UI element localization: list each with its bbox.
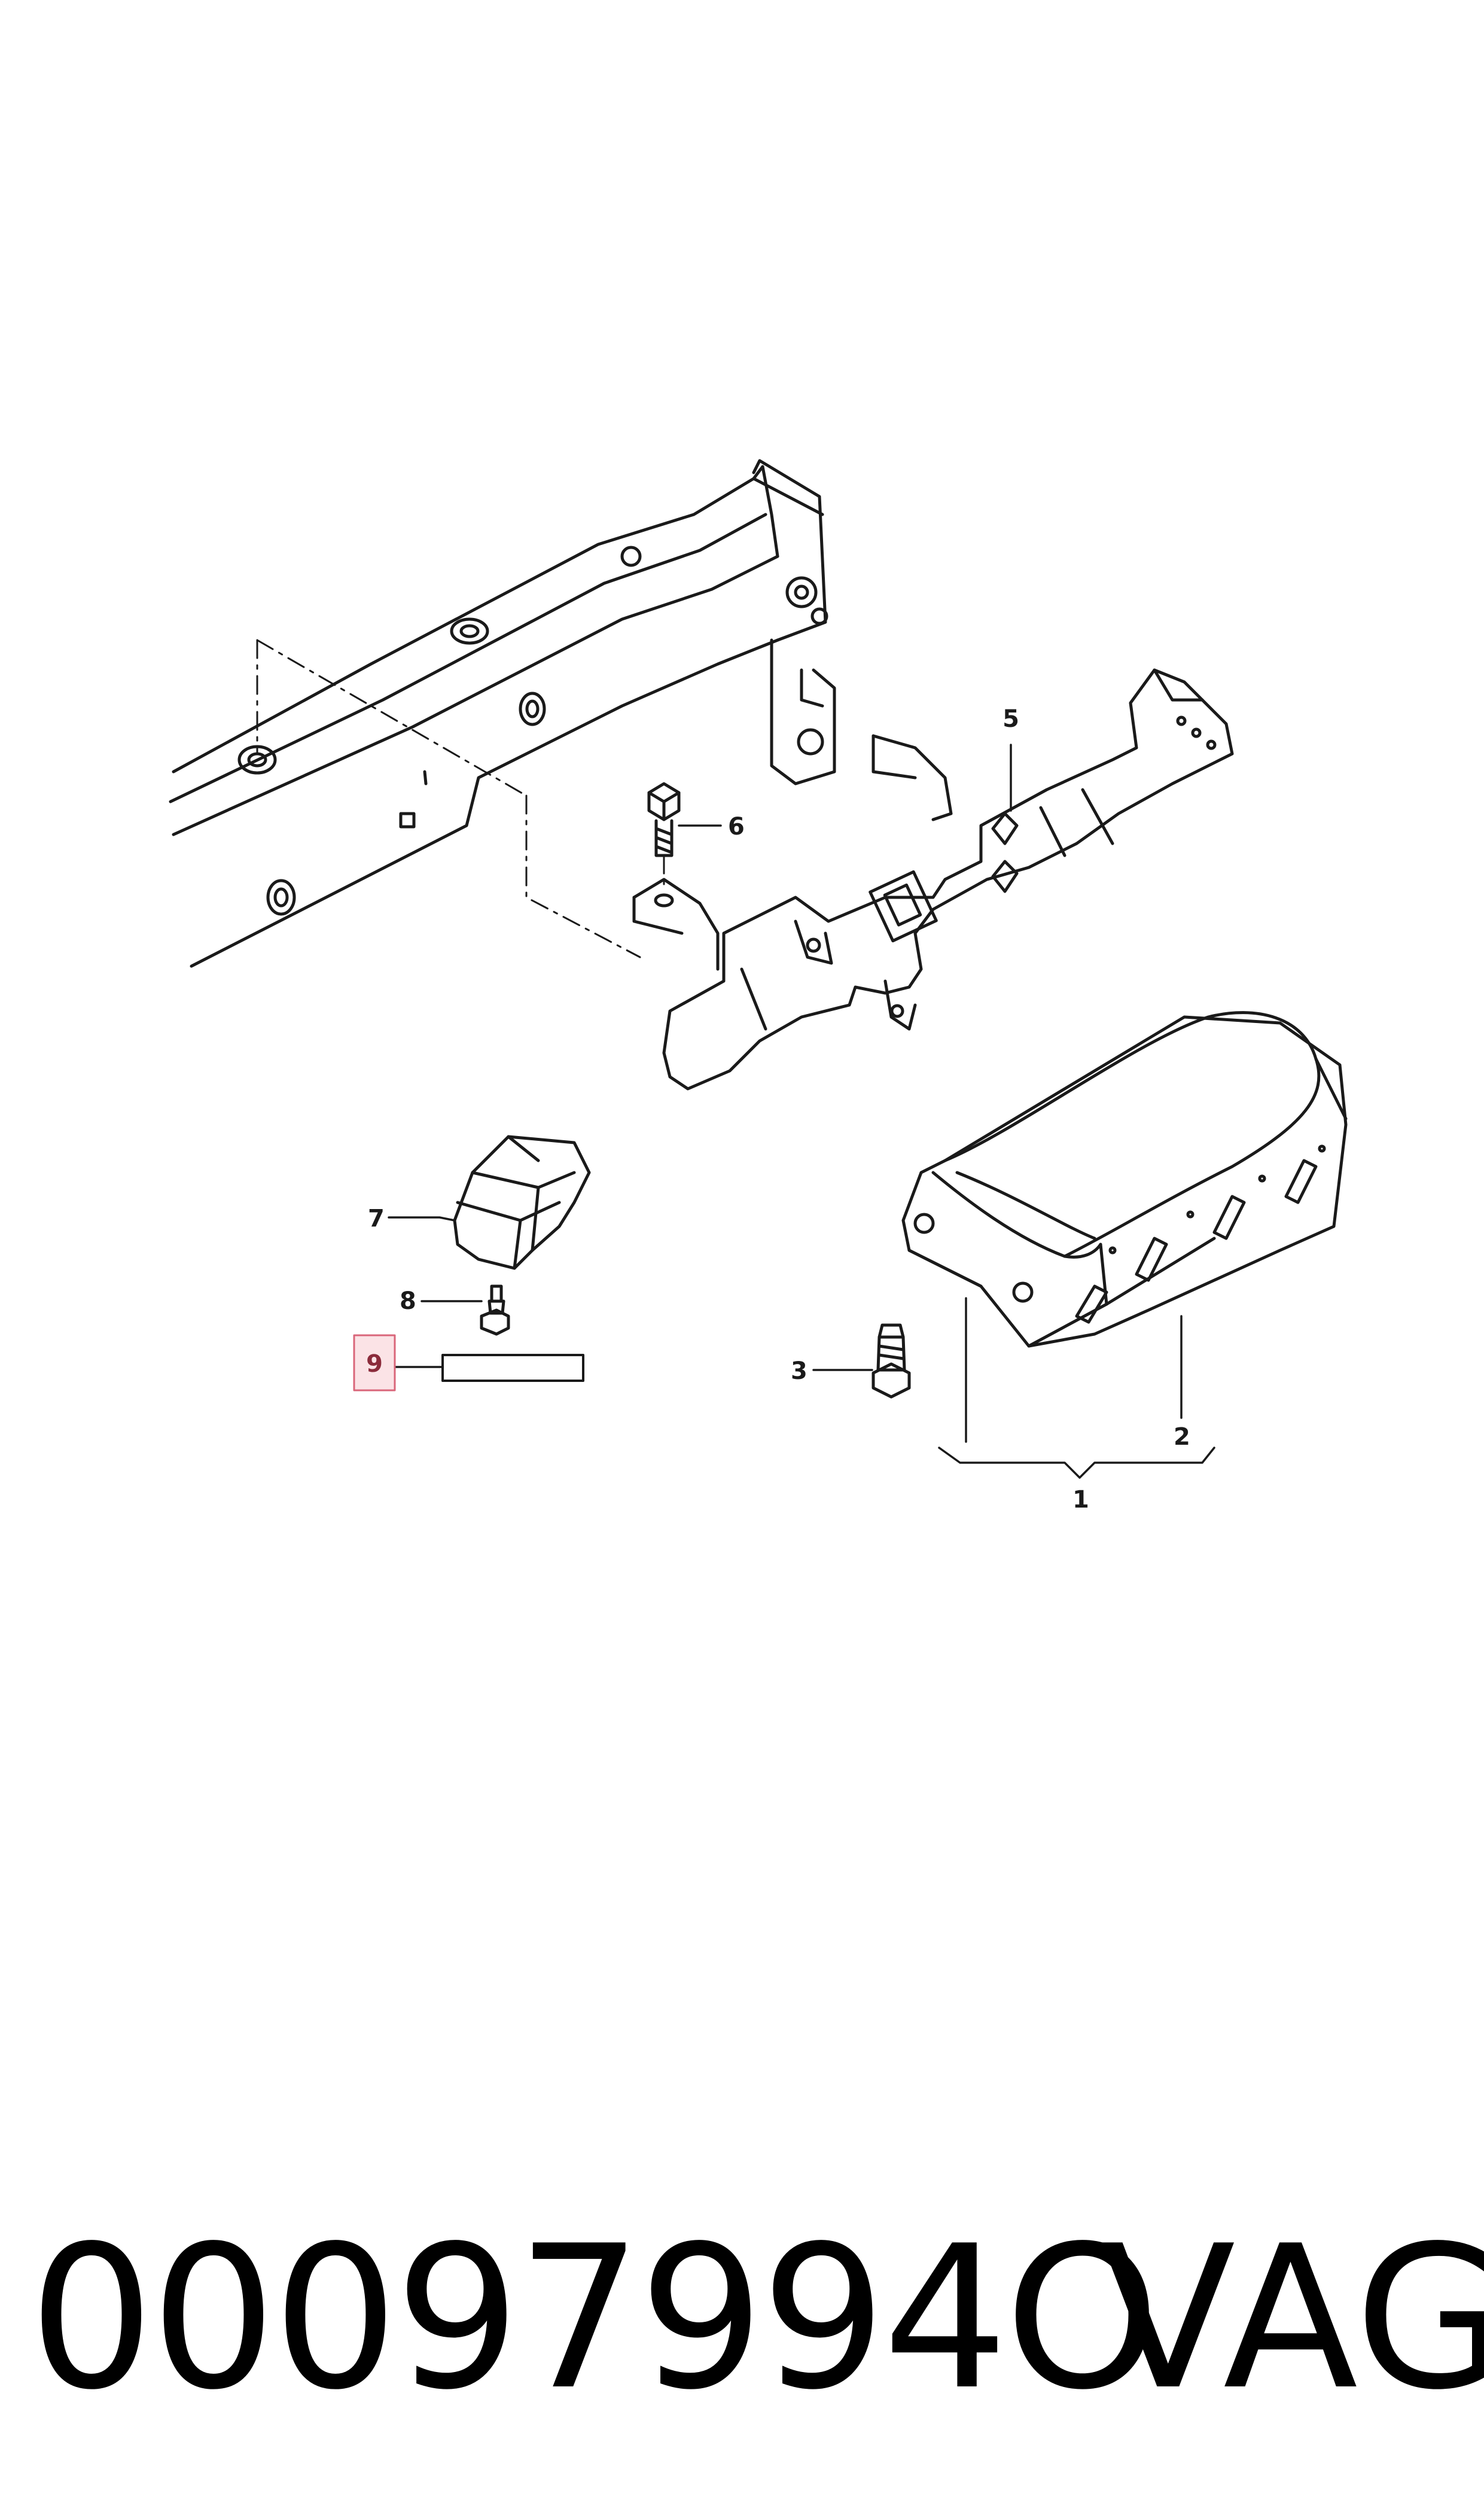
assembly-guide-lines	[256, 639, 665, 958]
cross-car-beam	[169, 459, 836, 968]
callout-6: 6	[728, 813, 745, 841]
bolt-6	[647, 782, 681, 857]
strip-9	[441, 1354, 584, 1382]
leader-lines	[388, 744, 1215, 1479]
brand-label: VAG	[1101, 2203, 1484, 2433]
callout-1: 1	[1072, 1486, 1089, 1514]
airbag-carrier-bracket	[632, 668, 1234, 1091]
foam-block-7	[453, 1135, 591, 1270]
part-number: 00097994O	[29, 2203, 1160, 2433]
callout-7: 7	[368, 1205, 385, 1232]
callout-8: 8	[400, 1287, 416, 1315]
airbag-module	[901, 1011, 1348, 1348]
callout-5: 5	[1002, 705, 1019, 733]
callout-2: 2	[1174, 1423, 1190, 1451]
callout-3: 3	[791, 1357, 807, 1385]
screw-8	[480, 1284, 510, 1336]
screw-3	[871, 1323, 911, 1399]
callout-9-highlight	[353, 1334, 396, 1392]
exploded-parts-diagram: 5 6 7 8 9 3 2 1	[169, 459, 1348, 1514]
callout-9: 9	[366, 1350, 383, 1378]
